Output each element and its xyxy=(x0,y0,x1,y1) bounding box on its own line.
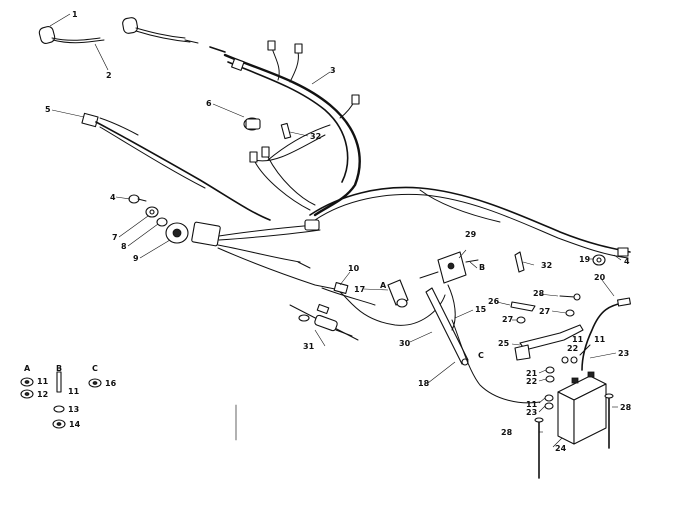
part-19-grommet xyxy=(592,254,606,266)
part-25-battery-hold-down xyxy=(514,324,584,361)
key-b-11: 11 xyxy=(68,387,80,396)
harness-junction-connector xyxy=(191,219,341,291)
callout-22: 22 xyxy=(526,377,537,386)
callout-9: 9 xyxy=(133,254,139,263)
part-26-terminal xyxy=(510,301,536,312)
callout-1: 1 xyxy=(72,10,78,19)
key-b-14: 14 xyxy=(69,420,81,429)
key-c-16: 16 xyxy=(105,379,117,388)
callout-23-lower: 23 xyxy=(526,408,537,417)
callout-28-upper: 28 xyxy=(533,289,545,298)
callout-29: 29 xyxy=(465,230,477,239)
callout-27-left: 27 xyxy=(502,315,513,324)
callout-24: 24 xyxy=(555,444,567,453)
part-21-22-23-terminal-hardware xyxy=(544,344,591,410)
callout-27-right: 27 xyxy=(539,307,550,316)
part-4-screw xyxy=(128,194,147,204)
callout-31: 31 xyxy=(303,342,315,351)
part-31-fuse-holder xyxy=(289,303,359,341)
part-6-relay xyxy=(243,117,261,131)
callout-30: 30 xyxy=(399,339,411,348)
callout-11-lower: 11 xyxy=(526,400,538,409)
callout-4-right: 4 xyxy=(624,257,630,266)
callout-20: 20 xyxy=(594,273,606,282)
callout-5: 5 xyxy=(45,105,51,114)
part-3-main-harness xyxy=(223,40,361,217)
callout-labels: 1 2 3 5 6 32 4 7 8 9 10 17 A 29 B 32 19 … xyxy=(45,10,632,453)
callout-28-left: 28 xyxy=(501,428,513,437)
callout-18: 18 xyxy=(418,379,430,388)
part-5-connector-harness xyxy=(81,112,271,221)
callout-26: 26 xyxy=(488,297,500,306)
hardware-key-labels: A B C 11 12 11 13 14 16 xyxy=(24,364,117,429)
hardware-key xyxy=(20,371,102,429)
callout-10: 10 xyxy=(348,264,360,273)
part-32-clip-upper xyxy=(280,122,292,140)
callout-4: 4 xyxy=(110,193,116,202)
part-28-bolts-long xyxy=(534,393,614,479)
callout-25: 25 xyxy=(498,339,510,348)
key-a-hardware xyxy=(20,377,34,399)
callout-32-upper: 32 xyxy=(310,132,321,141)
callout-15: 15 xyxy=(475,305,487,314)
callout-8: 8 xyxy=(121,242,127,251)
callout-23-right: 23 xyxy=(618,349,629,358)
part-9-switch xyxy=(165,222,189,244)
part-8-nut xyxy=(156,217,168,227)
callout-21: 21 xyxy=(526,369,538,378)
callout-7: 7 xyxy=(112,233,118,242)
part-30-rod xyxy=(425,287,469,366)
callout-11-upper: 11 xyxy=(572,335,584,344)
part-29-throttle-switch xyxy=(419,251,479,284)
part-17-switch-fitting xyxy=(387,279,409,308)
part-2-wire-lead xyxy=(184,39,226,53)
key-a-11: 11 xyxy=(37,377,49,386)
callout-22-upper: 22 xyxy=(567,344,578,353)
part-1-lamp-socket xyxy=(38,17,191,44)
callout-b-marker: B xyxy=(479,263,485,272)
key-b-label: B xyxy=(56,364,62,373)
rear-harness-run xyxy=(309,186,631,259)
key-b-13: 13 xyxy=(68,405,79,414)
callout-6: 6 xyxy=(206,99,212,108)
part-28-bolt-small xyxy=(559,293,581,301)
callout-2: 2 xyxy=(106,71,112,80)
part-24-battery xyxy=(557,371,607,445)
key-c-label: C xyxy=(92,364,98,373)
callout-19: 19 xyxy=(579,255,591,264)
part-7-washer xyxy=(145,206,159,218)
part-20-battery-cable xyxy=(581,297,631,371)
key-a-12: 12 xyxy=(37,390,48,399)
callout-32-lower: 32 xyxy=(541,261,552,270)
callout-leader-lines xyxy=(49,13,622,448)
key-b-hardware xyxy=(52,371,66,429)
part-32-clip-lower xyxy=(514,251,525,273)
callout-c-marker: C xyxy=(478,351,484,360)
callout-a-marker: A xyxy=(380,281,387,290)
key-a-label: A xyxy=(24,364,31,373)
part-18-cable xyxy=(447,284,541,404)
callout-3: 3 xyxy=(330,66,336,75)
part-27-nuts xyxy=(516,309,575,324)
callout-28-right: 28 xyxy=(620,403,632,412)
callout-11b: 11 xyxy=(594,335,606,344)
callout-17: 17 xyxy=(354,285,365,294)
key-c-hardware xyxy=(88,378,102,388)
